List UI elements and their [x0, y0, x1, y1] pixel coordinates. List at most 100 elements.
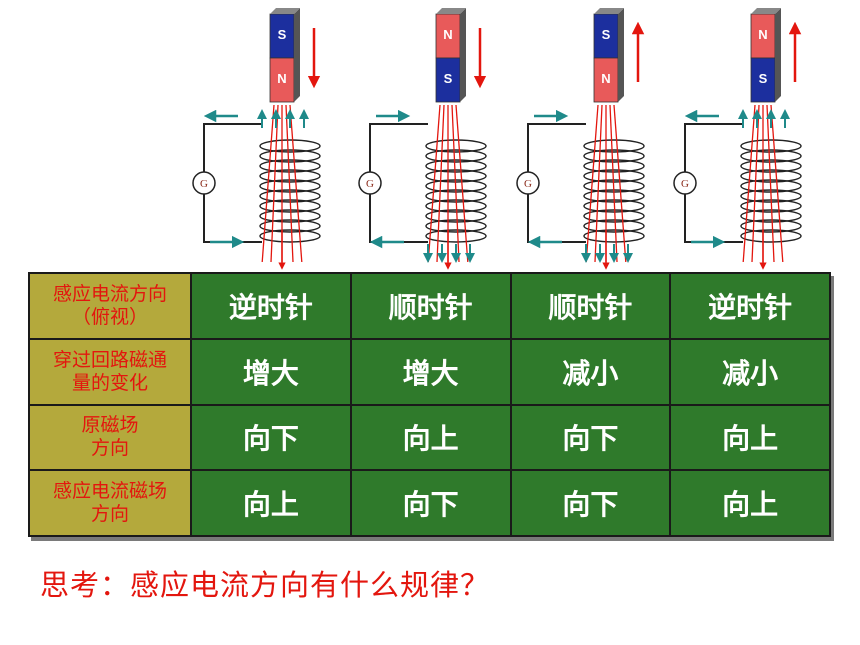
table-cell: 减小: [509, 337, 672, 406]
coil-turn: [583, 229, 645, 243]
induction-panel: N S G: [358, 8, 487, 270]
galvanometer-label: G: [366, 178, 374, 190]
field-line: [289, 104, 303, 263]
coil-turn: [259, 209, 321, 223]
induction-panel: S N G: [516, 8, 645, 270]
magnet-bottom-label: N: [601, 71, 610, 86]
row-header: 穿过回路磁通量的变化: [28, 337, 192, 406]
table-cell: 向上: [190, 469, 352, 537]
row-header: 感应电流磁场方向: [28, 469, 192, 537]
table-row: 穿过回路磁通量的变化 增大 增大 减小 减小: [28, 337, 831, 406]
table-cell: 顺时针: [349, 272, 512, 340]
coil-turn: [259, 159, 321, 173]
coil-turn: [583, 149, 645, 163]
coil-turn: [740, 229, 802, 243]
coil-turn: [425, 209, 487, 223]
table-cell: 向下: [190, 403, 352, 472]
coil-turn: [259, 219, 321, 233]
magnet-bottom-label: S: [444, 71, 453, 86]
induction-diagram: S N G N S G S N G N S G: [192, 8, 802, 270]
coil-turn: [425, 139, 487, 153]
magnet-top-label: S: [278, 27, 287, 42]
row-header: 感应电流方向（俯视）: [28, 272, 192, 340]
magnet-top-face: [751, 8, 781, 14]
coil-turn: [583, 159, 645, 173]
coil-turn: [740, 209, 802, 223]
field-line: [742, 104, 756, 263]
magnet-top-pole: [593, 13, 619, 59]
magnet-top-face: [270, 8, 300, 14]
galvanometer-label: G: [200, 178, 208, 190]
coil-turn: [425, 219, 487, 233]
magnet-side: [294, 8, 300, 102]
field-line: [261, 104, 275, 263]
question-text: 思考：感应电流方向有什么规律？: [40, 568, 491, 602]
field-line: [770, 104, 784, 263]
magnet-top-face: [594, 8, 624, 14]
magnet-bottom-pole: [435, 57, 461, 103]
field-line: [613, 104, 627, 263]
field-line: [594, 104, 603, 263]
galvanometer: [516, 171, 540, 195]
table-cell: 增大: [190, 337, 352, 406]
field-line: [451, 104, 460, 263]
table-cell: 向下: [509, 403, 672, 472]
galvanometer-label: G: [524, 178, 532, 190]
magnet-side: [618, 8, 624, 102]
table-cell: 向下: [349, 469, 512, 537]
field-line: [585, 104, 599, 263]
field-line: [751, 104, 760, 263]
table-cell: 向上: [349, 403, 512, 472]
field-line: [427, 104, 441, 263]
coil-turn: [740, 219, 802, 233]
coil-turn: [259, 139, 321, 153]
coil-turn: [740, 149, 802, 163]
galvanometer: [192, 171, 216, 195]
field-line: [609, 104, 618, 263]
induction-panel: N S G: [673, 8, 802, 270]
table-cell: 向下: [509, 469, 672, 537]
magnet-bottom-label: N: [277, 71, 286, 86]
magnet-bottom-pole: [750, 57, 776, 103]
induction-table: 感应电流方向（俯视） 逆时针 顺时针 顺时针 逆时针 穿过回路磁通量的变化 增大…: [28, 272, 831, 537]
table-cell: 向上: [669, 469, 831, 537]
magnet-side: [460, 8, 466, 102]
magnet-top-pole: [750, 13, 776, 59]
coil-turn: [740, 159, 802, 173]
table-cell: 向上: [669, 403, 831, 472]
row-header: 原磁场方向: [28, 403, 192, 472]
table-row: 感应电流方向（俯视） 逆时针 顺时针 顺时针 逆时针: [28, 272, 831, 340]
galvanometer: [673, 171, 697, 195]
galvanometer: [358, 171, 382, 195]
table-cell: 增大: [349, 337, 512, 406]
galvanometer-label: G: [681, 178, 689, 190]
field-line: [270, 104, 279, 263]
magnet-side: [775, 8, 781, 102]
magnet-top-pole: [269, 13, 295, 59]
table-cell: 逆时针: [669, 272, 831, 340]
coil-turn: [259, 229, 321, 243]
magnet-top-label: S: [602, 27, 611, 42]
coil-turn: [740, 139, 802, 153]
coil-turn: [425, 229, 487, 243]
field-line: [285, 104, 294, 263]
magnet-top-label: N: [758, 27, 767, 42]
coil-turn: [425, 149, 487, 163]
coil-turn: [425, 159, 487, 173]
magnet-bottom-label: S: [759, 71, 768, 86]
field-line: [436, 104, 445, 263]
coil-turn: [583, 209, 645, 223]
table-row: 原磁场方向 向下 向上 向下 向上: [28, 403, 831, 472]
field-line: [455, 104, 469, 263]
magnet-top-label: N: [443, 27, 452, 42]
magnet-bottom-pole: [269, 57, 295, 103]
coil-turn: [259, 149, 321, 163]
table-row: 感应电流磁场方向 向上 向下 向下 向上: [28, 469, 831, 537]
induction-panel: S N G: [192, 8, 321, 270]
table-cell: 逆时针: [190, 272, 352, 340]
coil-turn: [583, 139, 645, 153]
magnet-bottom-pole: [593, 57, 619, 103]
coil-turn: [583, 219, 645, 233]
magnet-top-face: [436, 8, 466, 14]
table-cell: 顺时针: [509, 272, 672, 340]
